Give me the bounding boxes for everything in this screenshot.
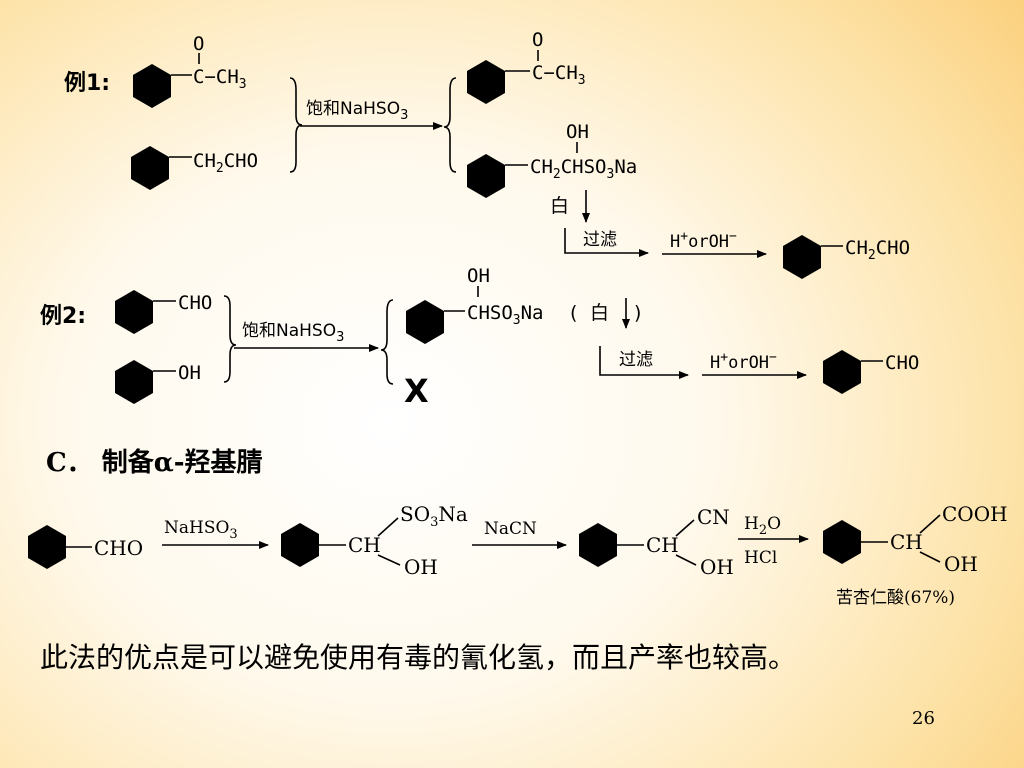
unreactive-mark: X xyxy=(404,372,429,410)
precipitate-label: 白 xyxy=(550,195,569,217)
page-number: 26 xyxy=(912,708,935,729)
benzene-ring xyxy=(823,350,861,394)
benzene-ring xyxy=(28,525,66,569)
ch2cho-group: CH2CHO xyxy=(193,150,258,176)
bond-line xyxy=(675,554,697,566)
nitrile-group: CN xyxy=(697,505,730,529)
bisulfite-adduct: CH2CHSO3Na xyxy=(530,156,637,182)
benzene-ring xyxy=(133,64,171,108)
benzene-ring xyxy=(115,360,153,404)
filter-label: 过滤 xyxy=(583,230,617,250)
step3-reagent-bottom: HCl xyxy=(744,548,777,568)
mixture-brace xyxy=(289,77,303,173)
benzene-ring xyxy=(823,520,861,564)
methine-group: CH xyxy=(348,533,381,557)
bond-line xyxy=(377,517,399,537)
products-brace xyxy=(443,77,457,173)
hydroxyl-group: OH xyxy=(178,362,201,384)
reagent-label: 饱和NaHSO3 xyxy=(306,99,408,123)
benzene-ring xyxy=(467,60,505,104)
carbonyl-oxygen: O xyxy=(532,29,543,51)
methine-group: CH xyxy=(646,533,679,557)
aldehyde-group: CHO xyxy=(94,536,143,560)
benzene-ring xyxy=(783,235,821,279)
carboxyl-group: COOH xyxy=(942,502,1008,526)
bond-line xyxy=(377,554,401,566)
step2-reagent: NaCN xyxy=(484,519,537,539)
section-heading: C． 制备α-羟基腈 xyxy=(46,448,263,478)
acetyl-group: C−CH3 xyxy=(532,62,586,88)
acetyl-group: C−CH3 xyxy=(193,66,247,92)
bond-line xyxy=(919,551,941,563)
bond-line xyxy=(919,514,941,534)
benzene-ring xyxy=(115,290,153,334)
conclusion-text: 此法的优点是可以避免使用有毒的氰化氢，而且产率也较高。 xyxy=(40,641,797,674)
filter-label: 过滤 xyxy=(619,350,653,370)
precipitate-paren-close: ) xyxy=(634,302,641,324)
hydroxyl-group: OH xyxy=(700,555,734,579)
benzene-ring xyxy=(467,154,505,198)
example1-label: 例1: xyxy=(64,71,110,96)
hydroxyl-group: OH xyxy=(404,555,438,579)
example2-label: 例2: xyxy=(40,304,86,329)
aldehyde-group: CHO xyxy=(885,352,919,374)
step1-reagent: NaHSO3 xyxy=(164,518,238,542)
step3-reagent-top: H2O xyxy=(744,514,781,538)
reagent-label: 饱和NaHSO3 xyxy=(242,321,344,345)
hydrolysis-conditions: H+orOH− xyxy=(670,229,737,252)
filter-arrow xyxy=(599,346,689,379)
hydroxyl-group: OH xyxy=(944,552,978,576)
precipitate-label: 白 xyxy=(590,302,609,324)
products-brace xyxy=(380,299,394,385)
methine-group: CH xyxy=(890,530,923,554)
hydroxyl-label: OH xyxy=(467,265,490,287)
benzene-ring xyxy=(579,523,617,567)
bisulfite-adduct: CHSO3Na xyxy=(467,302,543,328)
benzene-ring xyxy=(281,523,319,567)
precipitate-paren-open: ( xyxy=(570,302,577,324)
benzene-ring xyxy=(131,146,169,190)
bond-line xyxy=(675,519,695,537)
filter-arrow xyxy=(564,228,649,257)
ch2cho-group: CH2CHO xyxy=(845,237,910,263)
benzene-ring xyxy=(406,300,444,344)
product-name: 苦杏仁酸(67%) xyxy=(836,588,955,608)
aldehyde-group: CHO xyxy=(178,292,212,314)
sulfonate-group: SO3Na xyxy=(400,502,468,530)
hydroxyl-label: OH xyxy=(566,121,589,143)
carbonyl-oxygen: O xyxy=(193,33,204,55)
mixture-brace xyxy=(223,295,237,383)
hydrolysis-conditions: H+orOH− xyxy=(710,350,777,373)
